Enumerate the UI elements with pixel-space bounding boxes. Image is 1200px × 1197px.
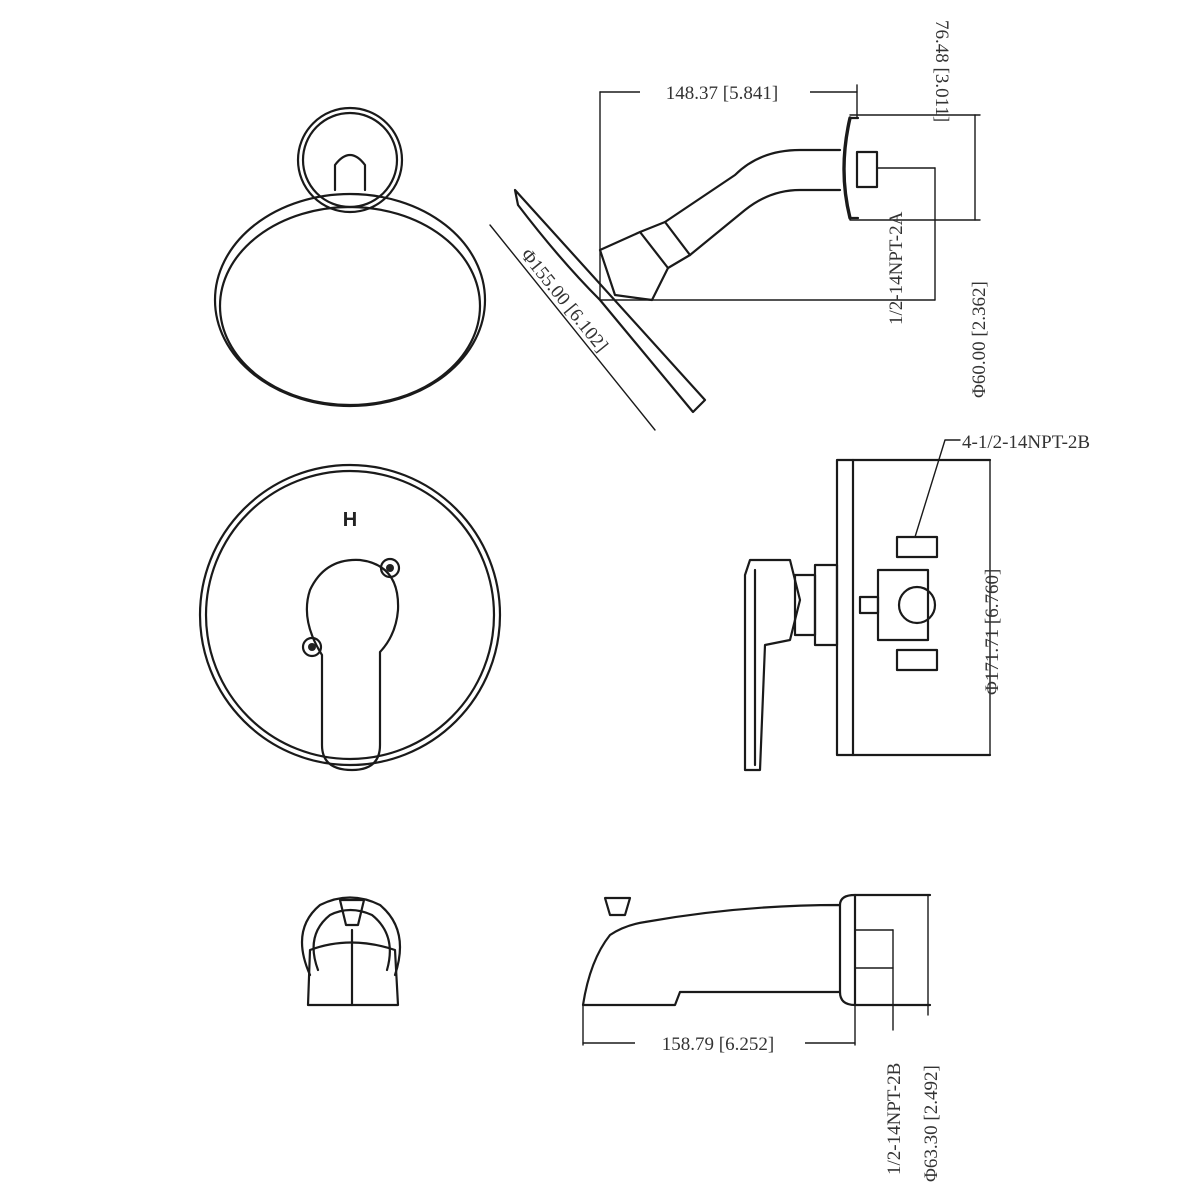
spout-length-dimension: 158.79 [6.252] — [662, 1034, 774, 1055]
tub-spout-front-view — [300, 896, 402, 1007]
valve-side-view: 4-1/2-14NPT-2B Φ171.71 [6.760] — [743, 432, 1090, 772]
spout-diameter-dimension: Φ63.30 [2.492] — [921, 1065, 942, 1182]
shower-head-side-view: 148.37 [5.841] 76.48 [3.011] 1/2-14NPT-2… — [489, 20, 990, 431]
valve-ports-label: 4-1/2-14NPT-2B — [962, 432, 1090, 453]
trim-diameter-dimension: Φ171.71 [6.760] — [982, 569, 1003, 695]
drop-dimension: 76.48 [3.011] — [931, 20, 952, 122]
spout-thread-label: 1/2-14NPT-2B — [884, 1063, 905, 1175]
hot-indicator: H — [343, 509, 357, 531]
shower-head-front-view — [213, 106, 487, 408]
flange-diameter-dimension: Φ60.00 [2.362] — [969, 281, 990, 398]
tub-spout-side-view: 158.79 [6.252] 1/2-14NPT-2B Φ63.30 [2.49… — [581, 893, 942, 1182]
arm-thread-label: 1/2-14NPT-2A — [886, 211, 907, 325]
arm-length-dimension: 148.37 [5.841] — [666, 83, 778, 104]
valve-trim-front-view: H — [198, 463, 502, 772]
